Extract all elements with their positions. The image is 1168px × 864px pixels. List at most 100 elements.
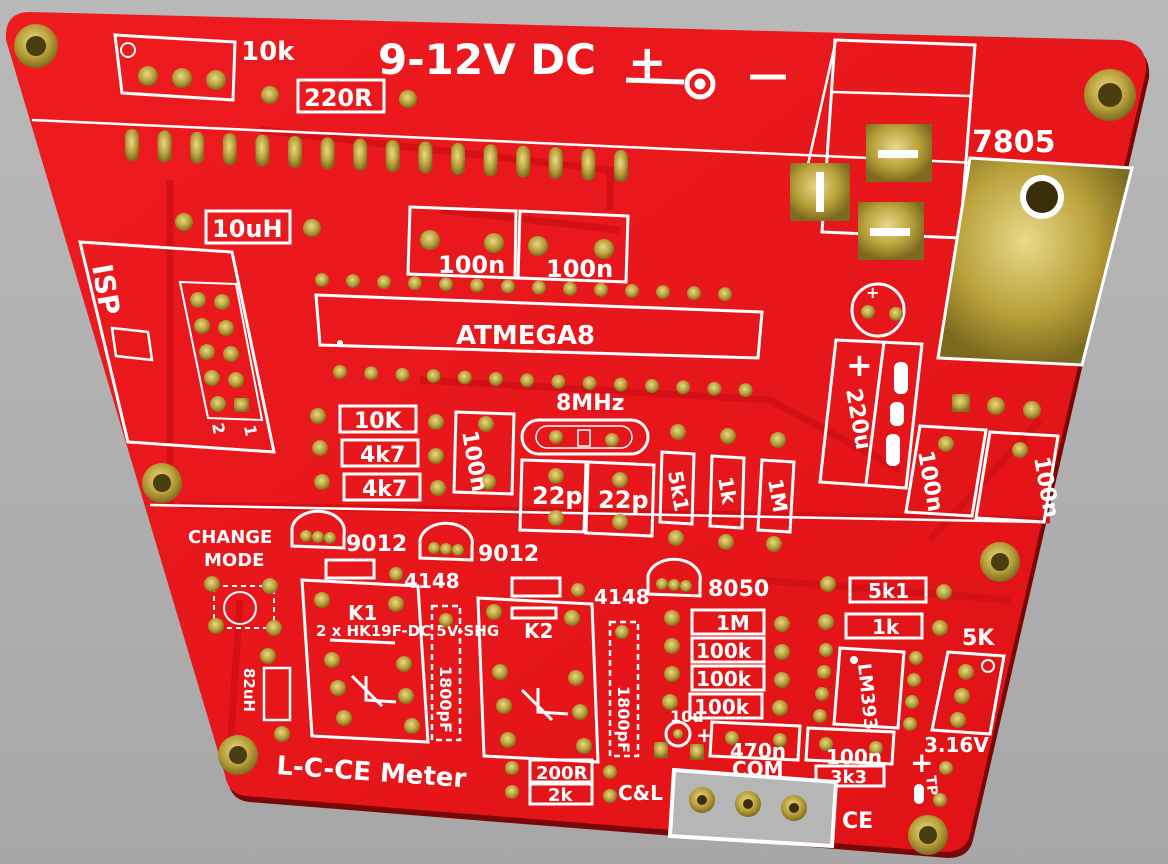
cap-100n-top-boxes bbox=[406, 205, 630, 284]
mcu-pin bbox=[563, 281, 577, 296]
svg-text:+: + bbox=[910, 746, 933, 779]
pot-10k-label: 10k bbox=[241, 37, 295, 67]
voltage-label: 3.16V bbox=[924, 733, 989, 757]
mcu-pin bbox=[408, 276, 422, 291]
header-pad bbox=[418, 141, 433, 174]
change-mode-label: CHANGE bbox=[188, 527, 272, 548]
header-pad bbox=[353, 138, 368, 171]
mcu-pin bbox=[718, 287, 732, 302]
mcu-pin bbox=[707, 381, 722, 396]
mcu-pin bbox=[426, 369, 441, 384]
mcu-pin bbox=[532, 280, 546, 295]
cap-100n-b-label: 100n bbox=[546, 255, 613, 283]
ind-10uh-label: 10uH bbox=[212, 215, 283, 243]
svg-text:+: + bbox=[866, 283, 879, 302]
q-9012-a-label: 9012 bbox=[346, 532, 407, 557]
cap-100n-a-label: 100n bbox=[438, 251, 505, 279]
r-10k-label: 10K bbox=[354, 409, 403, 434]
cap-1800pf-boxes bbox=[430, 604, 640, 758]
mcu-pin bbox=[364, 366, 379, 381]
tp-label: TP bbox=[922, 775, 940, 796]
lcd-header-pads bbox=[125, 129, 628, 182]
d-4148-a-label: 4148 bbox=[404, 569, 460, 593]
mcu-pin bbox=[582, 376, 597, 391]
header-pad bbox=[157, 130, 172, 163]
bottom-caps-boxes bbox=[708, 720, 896, 788]
r-100k-b-label: 100k bbox=[696, 667, 752, 691]
mcu-pin bbox=[377, 275, 391, 290]
mounting-holes bbox=[14, 24, 1136, 855]
resistor-vertical-boxes bbox=[658, 450, 796, 534]
r-200r-2k-boxes bbox=[528, 758, 594, 806]
r-1m-label: 1M bbox=[716, 611, 750, 635]
resistor-boxes-left bbox=[338, 404, 422, 502]
cap-22p-a-label: 22p bbox=[532, 482, 583, 510]
lm393-footprint bbox=[813, 643, 923, 731]
r-100k-c-label: 100k bbox=[694, 695, 750, 719]
mcu-pin bbox=[501, 279, 515, 294]
mcu-pin bbox=[470, 278, 484, 293]
test-point: + bbox=[910, 746, 953, 807]
diode-4148-a-box bbox=[324, 558, 376, 580]
relay-k1-pads bbox=[314, 592, 420, 734]
header-pad bbox=[614, 150, 628, 182]
change-mode-button bbox=[204, 576, 282, 636]
change-mode-label-2: MODE bbox=[204, 550, 264, 571]
r-1m-v-label: 1M bbox=[763, 477, 793, 514]
svg-text:+: + bbox=[696, 723, 713, 747]
com-label: COM bbox=[732, 757, 784, 781]
pot-10k-footprint bbox=[113, 33, 237, 102]
isp-pin1-label: 1 bbox=[240, 423, 261, 437]
cap-100n-f-label: 100n bbox=[826, 745, 882, 769]
r-5k1-label: 5k1 bbox=[868, 579, 909, 603]
mcu-pin bbox=[594, 282, 608, 297]
dc-jack-symbol bbox=[625, 68, 716, 100]
r-5k1-box bbox=[848, 576, 928, 604]
ind-82uh-label: 82uH bbox=[240, 668, 258, 712]
transistor-9012-b bbox=[418, 521, 474, 562]
mcu-pin bbox=[625, 284, 639, 298]
r-1k-v-label: 1k bbox=[713, 475, 741, 507]
relay-note: 2 x HK19F-DC 5V-SHG bbox=[316, 622, 499, 640]
crystal-label: 8MHz bbox=[556, 391, 624, 416]
mcu-pin bbox=[457, 370, 472, 385]
mcu-pin bbox=[489, 372, 503, 386]
mcu-pin bbox=[656, 285, 670, 300]
r-220r-top-box bbox=[296, 78, 386, 114]
transistor-8050 bbox=[646, 557, 702, 598]
header-pad bbox=[288, 136, 302, 168]
mcu-pin bbox=[687, 286, 701, 301]
mcu-pin bbox=[315, 273, 329, 287]
mcu-pin bbox=[613, 377, 628, 392]
cap-470n-label: 470n bbox=[730, 739, 786, 763]
ce-label: CE bbox=[842, 809, 873, 834]
mcu-pin bbox=[520, 373, 535, 388]
mcu-pin bbox=[439, 277, 453, 292]
r-220r-top-label: 220R bbox=[304, 84, 373, 112]
ind-10uh-box bbox=[204, 209, 292, 245]
header-pad bbox=[451, 143, 465, 175]
cl-label: C&L bbox=[618, 781, 663, 805]
q-8050-label: 8050 bbox=[708, 577, 769, 602]
resistor-column-boxes bbox=[688, 608, 766, 720]
mcu-pin bbox=[676, 380, 691, 395]
r-4k7-a-label: 4k7 bbox=[360, 443, 405, 468]
power-minus: — bbox=[748, 52, 788, 98]
mcu-pin bbox=[346, 274, 360, 289]
header-pad bbox=[385, 140, 400, 173]
power-label: 9-12V DC bbox=[378, 35, 596, 84]
cap-220u-footprint: + + bbox=[818, 282, 924, 490]
mcu-pin bbox=[551, 374, 566, 389]
relay-k1-footprint bbox=[300, 578, 430, 744]
mcu-pin bbox=[333, 365, 347, 379]
header-pad bbox=[483, 144, 498, 177]
r-3k3-label: 3k3 bbox=[830, 767, 867, 788]
header-pad bbox=[222, 133, 237, 166]
relay-k2-pads bbox=[486, 604, 592, 754]
cap-100n-right-boxes bbox=[904, 424, 1060, 524]
r-2k-label: 2k bbox=[548, 785, 574, 806]
cap-1800pf-b-label: 1800pF bbox=[614, 686, 633, 753]
mcu-pin bbox=[395, 367, 410, 382]
mcu-pin bbox=[645, 379, 659, 393]
